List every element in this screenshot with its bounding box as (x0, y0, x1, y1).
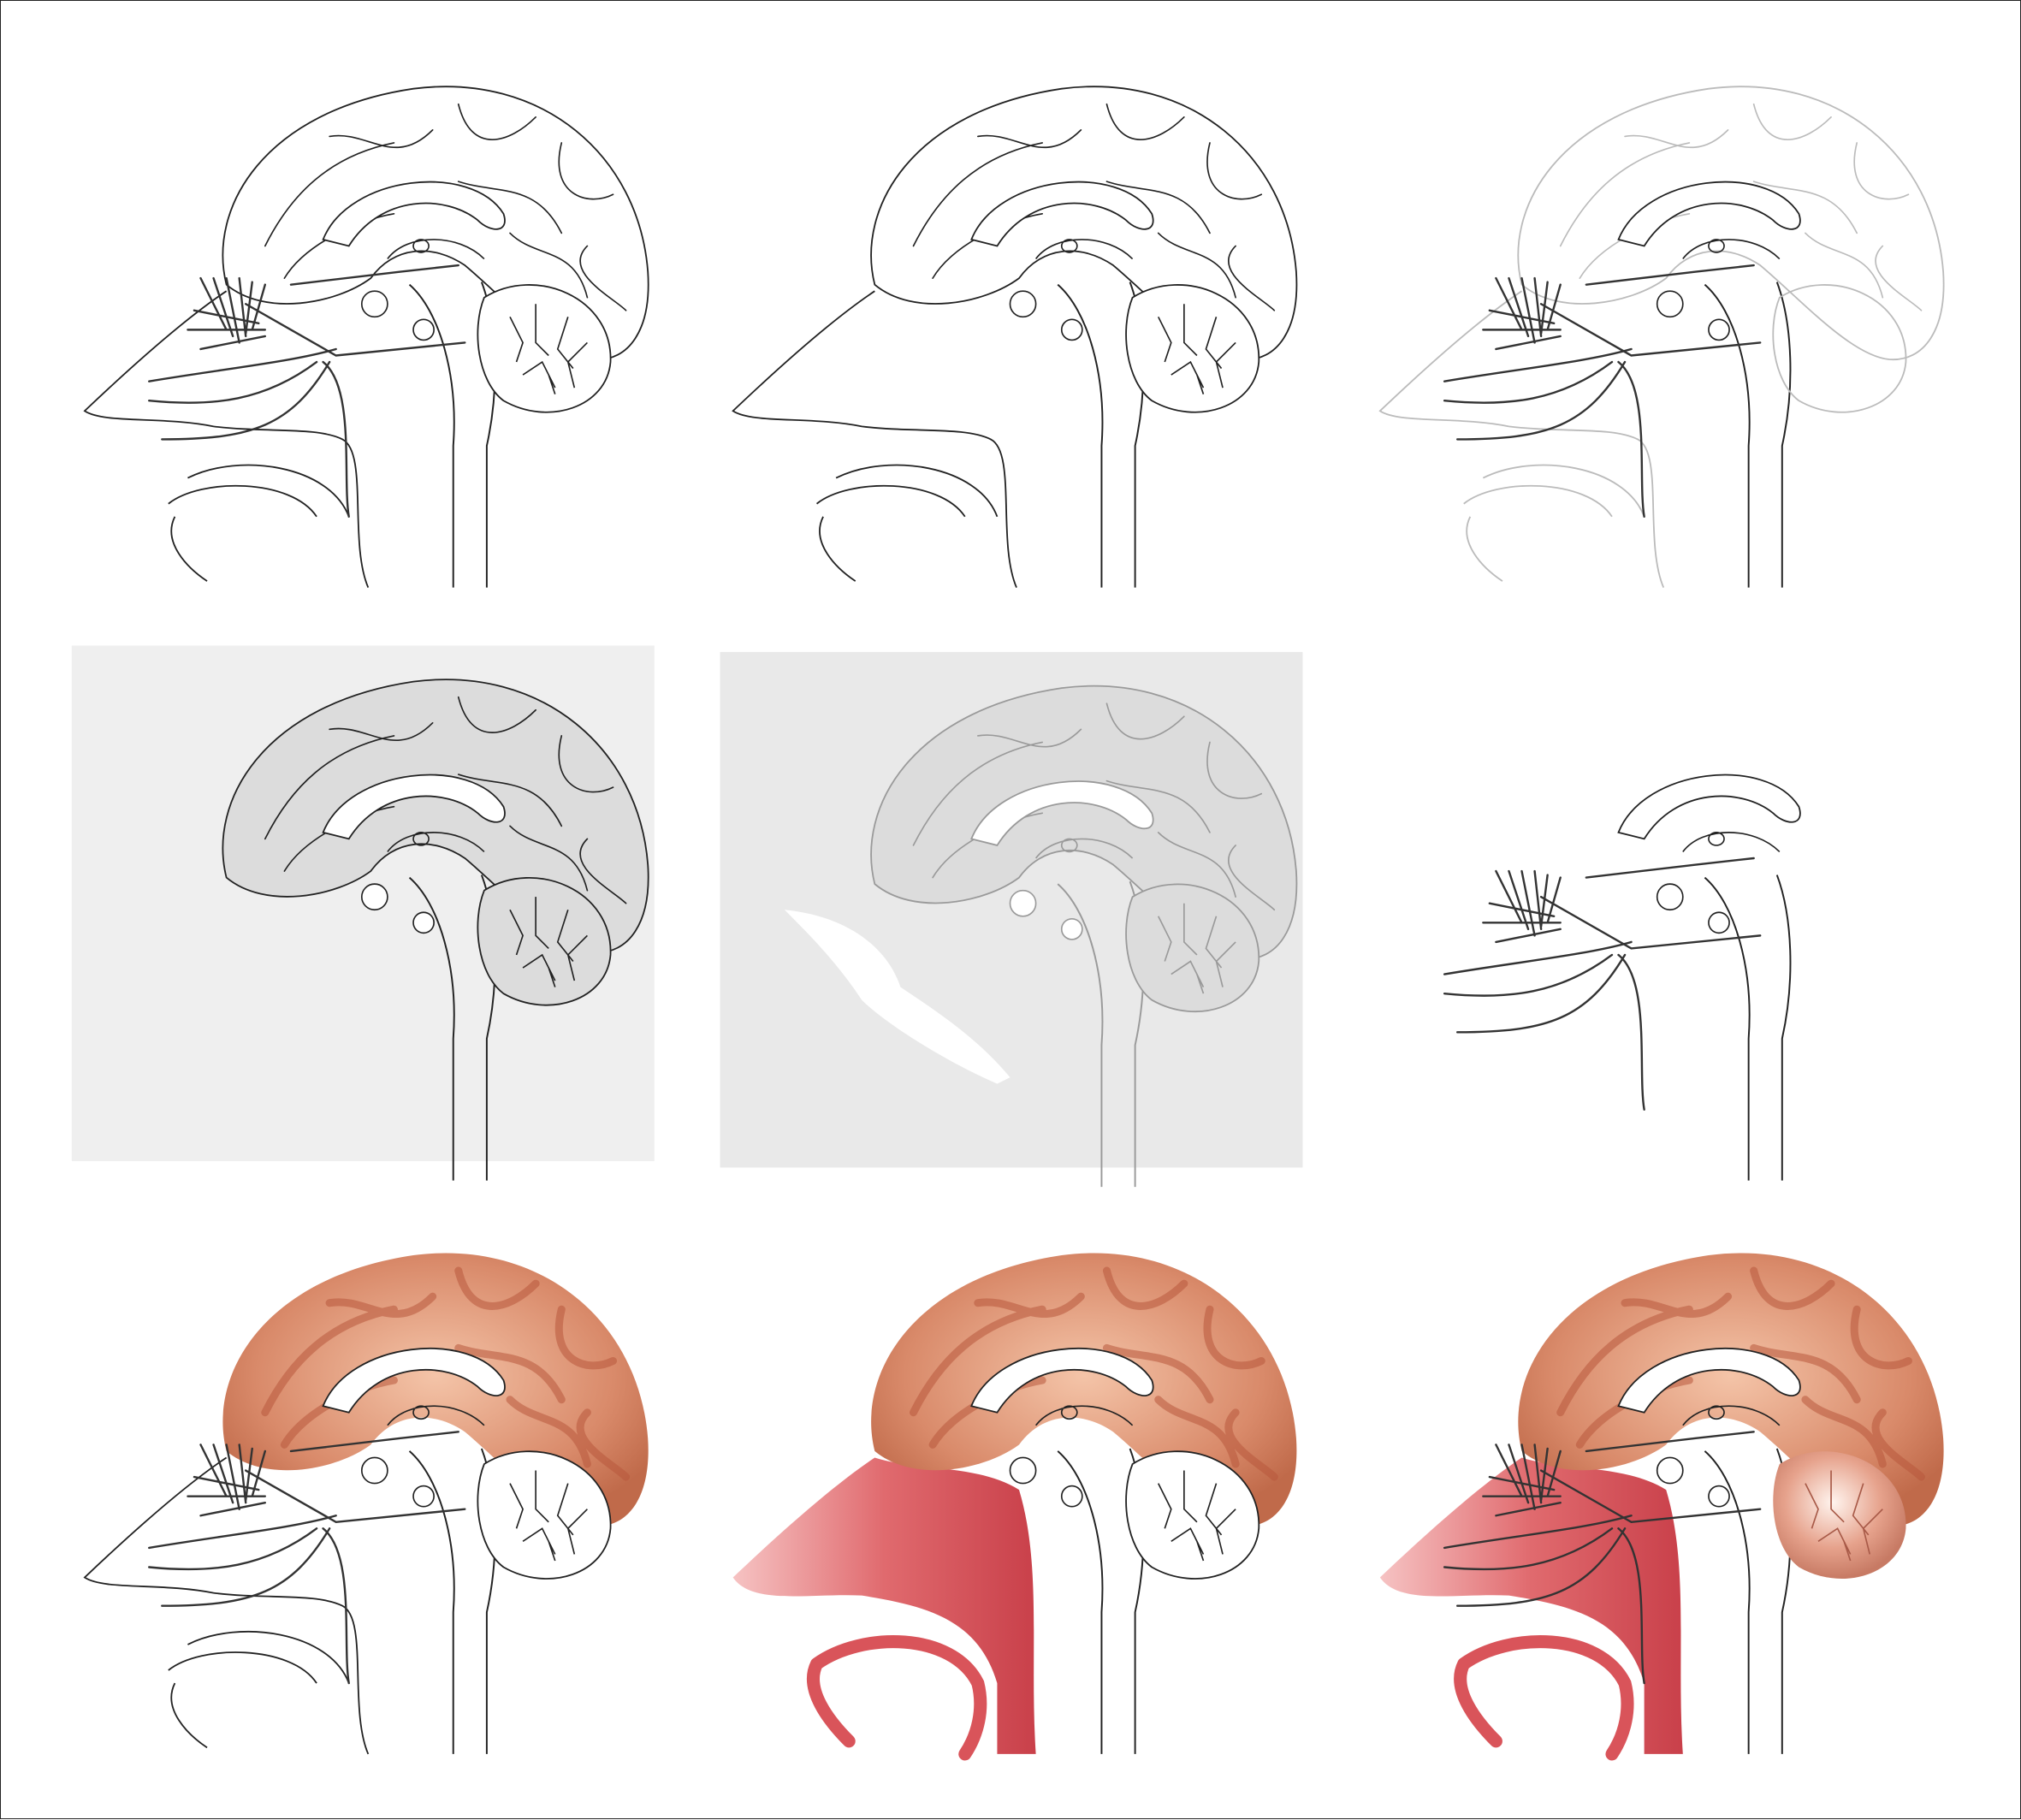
thalamus (1034, 838, 1134, 859)
cerebellum-folia (1805, 1470, 1883, 1562)
face-outline (83, 290, 370, 589)
corpus-callosum (970, 1348, 1154, 1414)
cerebrum (1517, 86, 1945, 360)
palate-outline (168, 464, 350, 582)
nasal-cavity-colored (732, 1457, 1036, 1754)
face-outline (1378, 290, 1665, 589)
cerebellum (477, 284, 612, 413)
face-outline (83, 1456, 370, 1755)
cerebellum (1773, 1451, 1906, 1579)
pituitary (1009, 889, 1083, 940)
palate-outline (815, 464, 999, 582)
panel-faint-outline-with-nerves (1378, 86, 1945, 589)
pituitary (360, 290, 435, 341)
cerebellum-folia (509, 1470, 588, 1562)
thalamus (1682, 832, 1781, 853)
gyri (264, 103, 627, 311)
thalamus (387, 832, 485, 853)
corpus-callosum (322, 1348, 506, 1414)
cerebrum (870, 86, 1298, 360)
corpus-callosum (1617, 181, 1801, 247)
cerebellum (1125, 883, 1260, 1013)
olfactory-nerves (1443, 857, 1762, 1111)
panel-colored-full (1379, 1253, 1944, 1761)
corpus-callosum (1617, 1348, 1801, 1414)
palate-colored (806, 1635, 987, 1761)
cerebellum (477, 1450, 612, 1580)
panel-outline-with-olfactory-nerves (83, 86, 649, 589)
panel-gray-filled-brain (71, 645, 655, 1181)
cerebellum-folia (509, 304, 588, 394)
panel-outline-without-nerves (732, 86, 1298, 589)
olfactory-nerves (1443, 1431, 1762, 1685)
gyri (912, 103, 1276, 311)
palate-outline (1463, 464, 1645, 582)
panel-gray-brain-with-nasal-cavity (720, 651, 1303, 1188)
corpus-callosum (322, 774, 506, 840)
thalamus (387, 1405, 485, 1426)
brainstem (1704, 874, 1792, 1181)
cerebellum-folia (1157, 903, 1236, 994)
thalamus (1682, 1405, 1781, 1426)
nasal-cavity-colored (1379, 1457, 1683, 1754)
palate-colored (1454, 1635, 1634, 1761)
panel-brainstem-and-nerves-only (1443, 774, 1801, 1181)
pituitary (1656, 883, 1730, 934)
pituitary (1656, 290, 1730, 341)
cerebellum-folia (509, 897, 588, 987)
cerebellum-folia (1157, 1470, 1236, 1562)
panel-colored-cerebrum (83, 1253, 649, 1755)
thalamus (1034, 239, 1134, 260)
nasal-cavity-white (784, 910, 1010, 1084)
thalamus (1682, 239, 1781, 260)
cerebellum (1125, 1450, 1260, 1580)
cerebellum (477, 877, 612, 1006)
pituitary (1009, 290, 1083, 341)
olfactory-nerves (148, 264, 466, 519)
pituitary (360, 883, 435, 934)
corpus-callosum (1617, 774, 1801, 840)
brainstem (1704, 282, 1792, 588)
pituitary (1656, 1456, 1730, 1508)
thalamus (387, 239, 485, 260)
palate-outline (168, 1630, 350, 1749)
cerebellum (1772, 284, 1907, 413)
cerebellum (1125, 284, 1260, 413)
cerebellum-folia (1157, 304, 1236, 394)
cerebrum (222, 86, 649, 360)
face-outline (732, 290, 1017, 589)
pituitary (1009, 1456, 1083, 1508)
olfactory-nerves (1443, 264, 1762, 519)
corpus-callosum (970, 181, 1154, 247)
olfactory-nerves (148, 1431, 466, 1685)
panel-colored-cerebrum-and-nasal (732, 1253, 1297, 1761)
corpus-callosum (970, 780, 1154, 846)
gyri (1559, 103, 1923, 311)
thalamus (1034, 1405, 1134, 1426)
corpus-callosum (322, 181, 506, 247)
pituitary (360, 1456, 435, 1508)
